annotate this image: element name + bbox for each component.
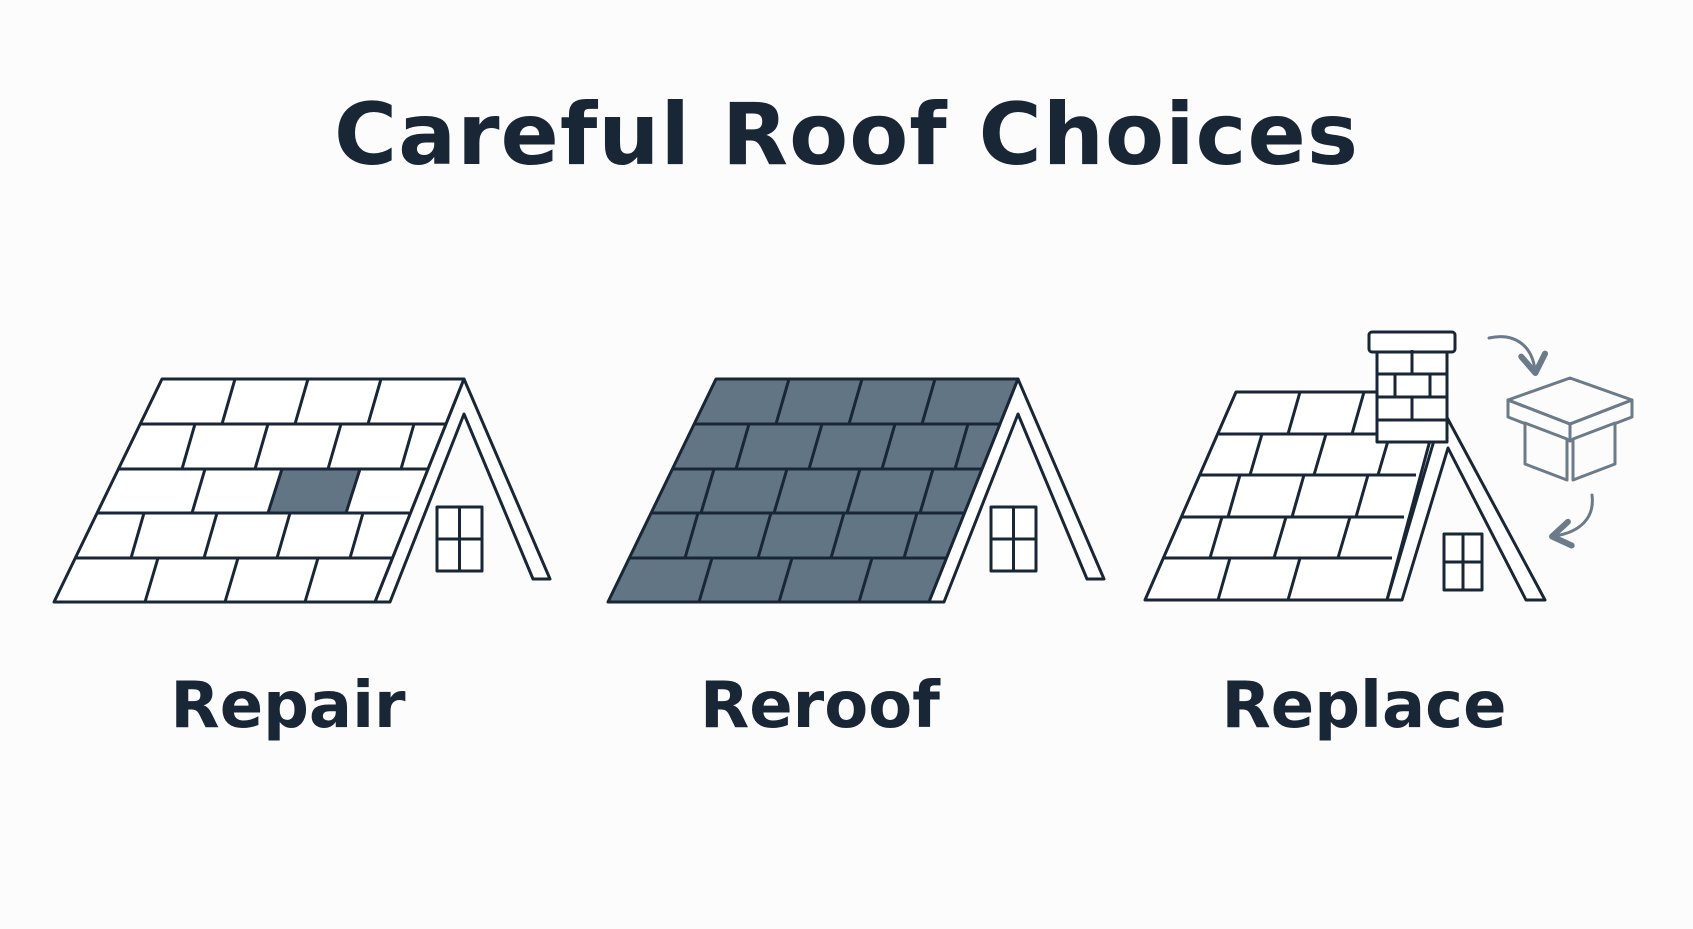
chimney-icon: [1367, 330, 1457, 444]
reroof-gable: [927, 377, 1106, 604]
arrow-down-icon: [1487, 335, 1549, 376]
repair-house-icon: [52, 377, 552, 604]
replace-gable: [1385, 408, 1547, 602]
option-label-reroof: Reroof: [699, 669, 941, 743]
reroof-house-icon: [606, 377, 1106, 604]
arrow-return-icon: [1549, 493, 1594, 549]
new-material-box-icon: [1506, 376, 1634, 482]
option-label-replace: Replace: [1221, 669, 1507, 743]
option-label-repair: Repair: [170, 669, 406, 743]
replace-house-icon: [1143, 330, 1547, 602]
page-title: Careful Roof Choices: [333, 85, 1360, 185]
repair-gable: [373, 377, 552, 604]
repair-patch-shingle: [266, 467, 362, 515]
